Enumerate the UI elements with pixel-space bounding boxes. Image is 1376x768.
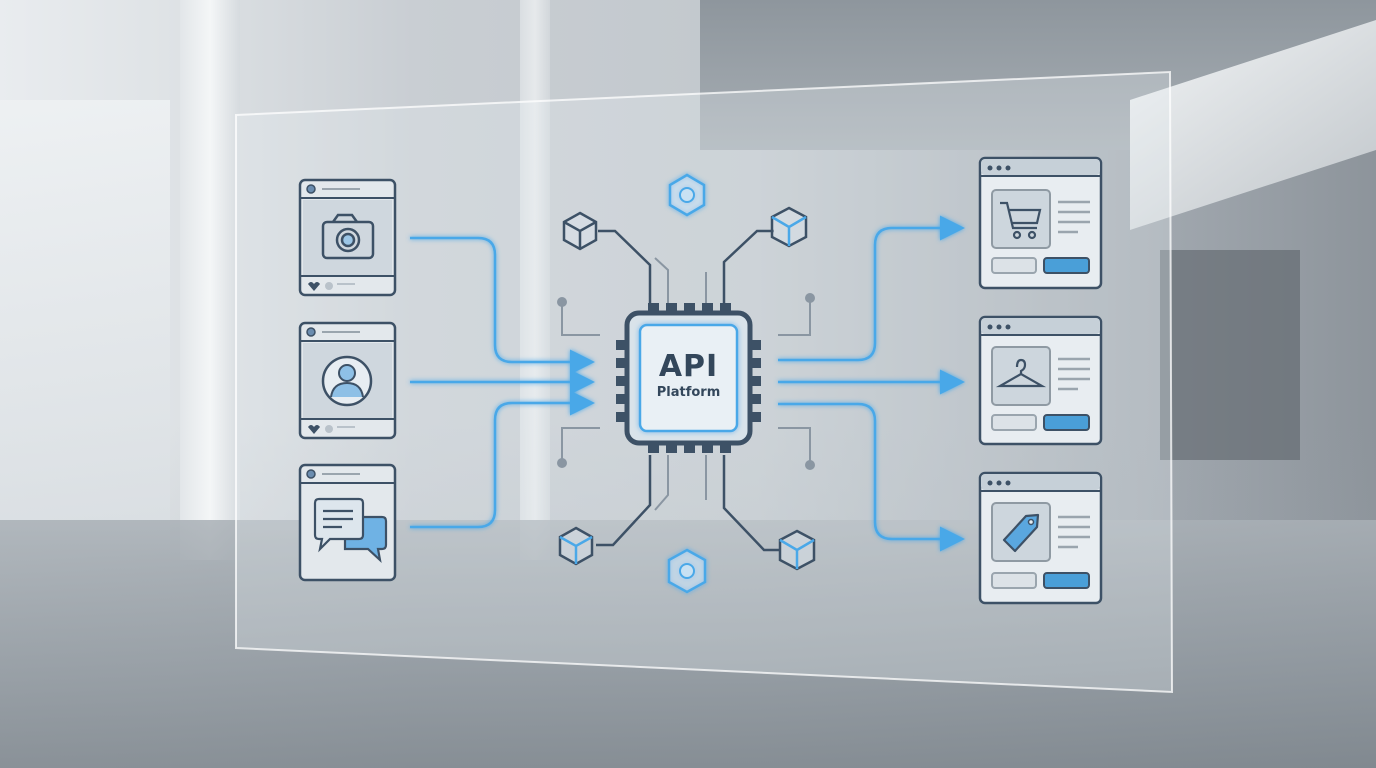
- chip-subtitle: Platform: [656, 385, 721, 400]
- output-card-apparel: [978, 315, 1103, 446]
- hex-node-top: [668, 173, 706, 217]
- output-card-cart: [978, 156, 1103, 290]
- input-card-profile: [298, 321, 397, 440]
- output-connectors: [778, 215, 965, 552]
- chip-label: API Platform: [640, 350, 737, 402]
- shopping-cart-icon: [1000, 201, 1042, 240]
- gray-traces: [561, 257, 811, 511]
- camera-icon: [321, 213, 375, 260]
- hex-node-bottom: [667, 548, 707, 594]
- input-connectors: [410, 236, 595, 529]
- input-card-photo: [298, 178, 397, 297]
- pillar: [180, 0, 240, 560]
- chip-title: API: [658, 349, 719, 384]
- tag-icon: [1002, 513, 1040, 553]
- input-card-message: [298, 463, 397, 582]
- circuit-traces: [596, 229, 780, 552]
- user-avatar-icon: [321, 355, 373, 407]
- api-chip: [616, 303, 761, 453]
- hanger-icon: [995, 358, 1047, 388]
- trace-endpoints: [557, 293, 815, 470]
- dark-doorway: [1160, 250, 1300, 460]
- output-card-tag: [978, 471, 1103, 605]
- chat-bubbles-icon: [313, 497, 388, 564]
- pillar: [520, 0, 550, 560]
- cube-icons: [558, 206, 816, 571]
- window-left: [0, 100, 170, 550]
